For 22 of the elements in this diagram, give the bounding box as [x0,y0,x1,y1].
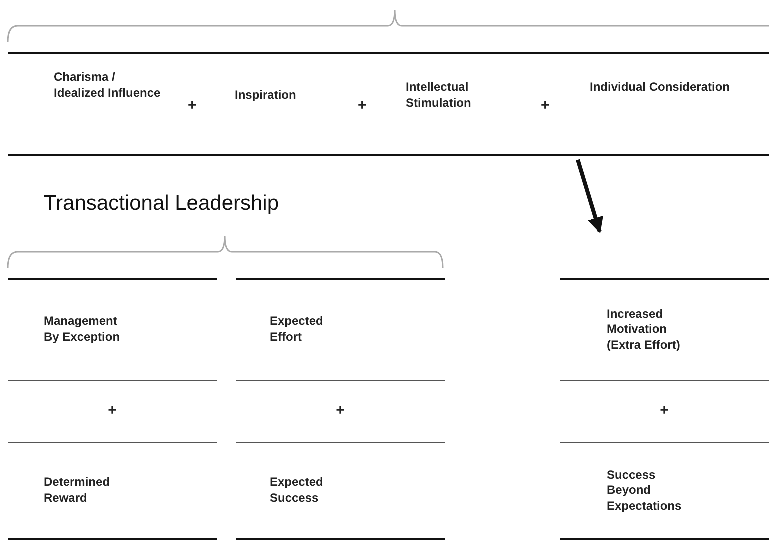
band [8,52,769,156]
node-text: Intellectual Stimulation [406,80,472,112]
node-text: Determined Reward [44,475,112,507]
column-box [236,278,445,540]
column-box [560,278,769,540]
node-text: Expected Effort [270,314,324,346]
node-text: Individual Consideration [590,80,730,96]
plus-sign: + [358,96,367,116]
arrow [576,159,604,234]
node-text: Management By Exception [44,314,122,346]
node-text: Inspiration [235,88,296,104]
node-text: Charisma / Idealized Influence [54,70,162,102]
section-heading: Transactional Leadership [44,192,280,216]
node-text: Expected Success [270,475,324,507]
plus-sign: + [660,401,669,421]
node-text: Increased Motivation (Extra Effort) [607,306,682,354]
plus-sign: + [108,401,117,421]
plus-sign: + [336,401,345,421]
plus-sign: + [541,96,550,116]
plus-sign: + [188,96,197,116]
node-text: Success Beyond Expectations [607,468,683,514]
column-box [8,278,217,540]
